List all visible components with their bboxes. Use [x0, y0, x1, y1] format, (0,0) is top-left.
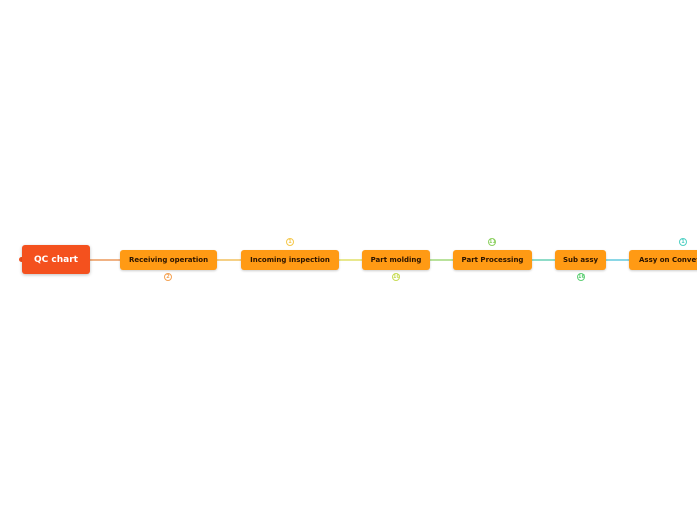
- root-handle[interactable]: [19, 257, 24, 262]
- topic-count-marker[interactable]: 1: [679, 238, 687, 246]
- topic-count-marker[interactable]: 2: [164, 273, 172, 281]
- topic-part-processing[interactable]: Part Processing: [453, 250, 532, 270]
- topic-count-marker[interactable]: 16: [577, 273, 585, 281]
- topic-count-marker[interactable]: 11: [488, 238, 496, 246]
- topic-part-molding[interactable]: Part molding: [362, 250, 430, 270]
- topic-count-marker[interactable]: 10: [392, 273, 400, 281]
- topic-receiving-operation[interactable]: Receiving operation: [120, 250, 217, 270]
- topic-sub-assy[interactable]: Sub assy: [555, 250, 606, 270]
- topic-count-marker[interactable]: 1: [286, 238, 294, 246]
- root-topic[interactable]: QC chart: [22, 245, 90, 274]
- topic-incoming-inspection[interactable]: Incoming inspection: [241, 250, 339, 270]
- topic-assy-on-conveyor[interactable]: Assy on Conveyor: [629, 250, 697, 270]
